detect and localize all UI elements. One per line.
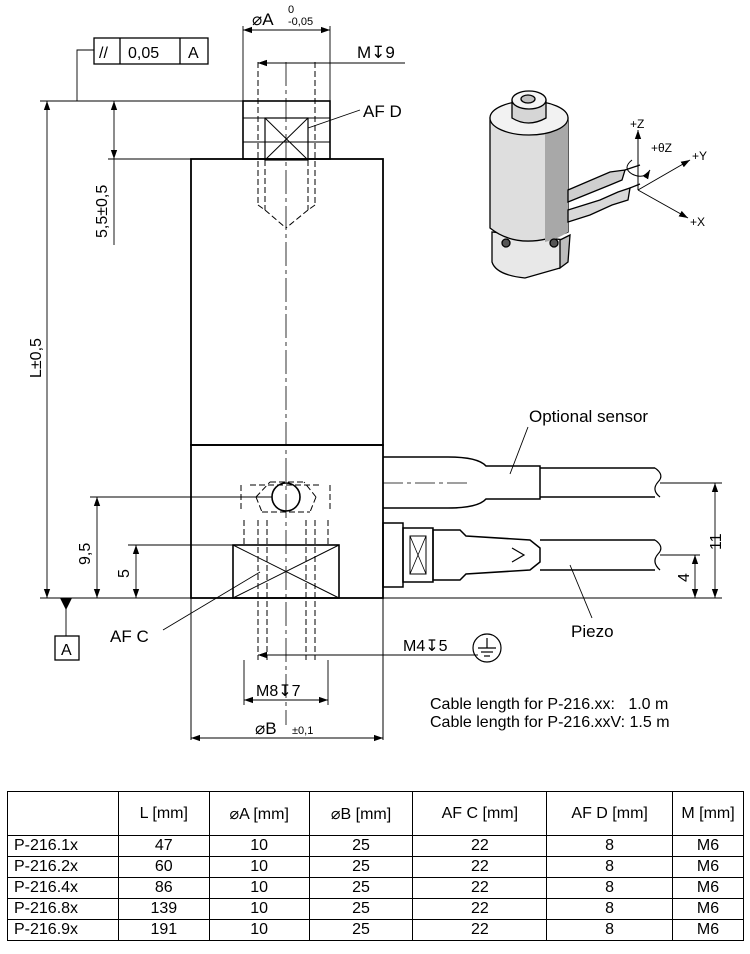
axis-theta-z-label: +θZ bbox=[651, 141, 672, 155]
datum-label: A bbox=[61, 642, 72, 659]
table-row: P-216.1x 47 10 25 22 8 M6 bbox=[7, 835, 744, 857]
axis-y-label: +Y bbox=[692, 149, 707, 163]
af-c-label: AF C bbox=[110, 627, 149, 646]
dim-55-label: 5,5±0,5 bbox=[94, 185, 111, 238]
parallelism-datum: A bbox=[188, 45, 199, 62]
table-cell: 25 bbox=[308, 835, 414, 857]
thread-m4-label: M4↧5 bbox=[403, 638, 448, 655]
table-cell: 86 bbox=[117, 877, 210, 899]
optional-sensor-label: Optional sensor bbox=[529, 407, 648, 426]
cables bbox=[382, 456, 662, 588]
thread-m-label: M↧9 bbox=[357, 43, 395, 62]
parallelism-tolerance: 0,05 bbox=[128, 45, 159, 62]
table-cell: M6 bbox=[672, 877, 744, 899]
table-cell: 139 bbox=[117, 898, 210, 920]
table-cell: 10 bbox=[208, 898, 310, 920]
dimensions bbox=[40, 26, 722, 742]
table-cell: 10 bbox=[208, 856, 310, 878]
table-cell: 10 bbox=[208, 919, 310, 941]
table-cell: 25 bbox=[308, 877, 414, 899]
tolerance-frame bbox=[93, 37, 209, 65]
cable-note-2: Cable length for P-216.xxV: 1.5 m bbox=[430, 714, 670, 731]
table-cell: 22 bbox=[412, 919, 548, 941]
dim-11-label: 11 bbox=[708, 533, 725, 550]
table-row: P-216.8x 139 10 25 22 8 M6 bbox=[7, 898, 744, 920]
table-cell: M6 bbox=[672, 835, 744, 857]
axis-x-label: +X bbox=[690, 215, 705, 229]
af-d-label: AF D bbox=[363, 102, 402, 121]
upper-body bbox=[190, 158, 384, 446]
table-cell: 22 bbox=[412, 898, 548, 920]
ground-icon bbox=[472, 633, 502, 663]
table-header bbox=[7, 791, 119, 836]
table-cell: 25 bbox=[308, 898, 414, 920]
spec-table: L [mm] ⌀A [mm] ⌀B [mm] AF C [mm] AF D [m… bbox=[7, 791, 744, 941]
table-cell: 8 bbox=[546, 856, 674, 878]
table-header-row: L [mm] ⌀A [mm] ⌀B [mm] AF C [mm] AF D [m… bbox=[7, 791, 744, 836]
table-cell: P-216.1x bbox=[7, 835, 119, 857]
piezo-label: Piezo bbox=[571, 622, 614, 641]
table-cell: 191 bbox=[117, 919, 210, 941]
dim-a-tol-upper: 0 bbox=[288, 4, 294, 16]
dim-95-label: 9,5 bbox=[77, 543, 94, 565]
table-cell: M6 bbox=[672, 919, 744, 941]
table-cell: 25 bbox=[308, 856, 414, 878]
table-cell: P-216.8x bbox=[7, 898, 119, 920]
lower-body bbox=[190, 444, 384, 599]
table-cell: 22 bbox=[412, 835, 548, 857]
table-header: M [mm] bbox=[672, 791, 744, 836]
cable-note-1: Cable length for P-216.xx: 1.0 m bbox=[430, 696, 669, 713]
table-header: ⌀B [mm] bbox=[308, 791, 414, 836]
axes-icon bbox=[626, 130, 691, 219]
table-header: AF D [mm] bbox=[546, 791, 674, 836]
table-cell: M6 bbox=[672, 898, 744, 920]
table-cell: 60 bbox=[117, 856, 210, 878]
axis-z-label: +Z bbox=[630, 117, 644, 131]
thread-m8-label: M8↧7 bbox=[256, 683, 301, 700]
dim-b-label: ⌀B bbox=[255, 719, 277, 738]
table-cell: 10 bbox=[208, 877, 310, 899]
table-cell: 8 bbox=[546, 919, 674, 941]
dim-l-label: L±0,5 bbox=[28, 338, 45, 378]
top-tip bbox=[242, 100, 331, 160]
table-cell: P-216.9x bbox=[7, 919, 119, 941]
table-cell: P-216.4x bbox=[7, 877, 119, 899]
table-cell: 22 bbox=[412, 856, 548, 878]
table-cell: 8 bbox=[546, 877, 674, 899]
technical-drawing: // 0,05 A A ⌀A 0 -0,05 M↧9 AF D 5,5±0,5 … bbox=[28, 4, 725, 742]
dim-5-label: 5 bbox=[116, 569, 133, 578]
table-cell: P-216.2x bbox=[7, 856, 119, 878]
actuator-side-view bbox=[190, 62, 384, 740]
table-cell: 25 bbox=[308, 919, 414, 941]
table-header: L [mm] bbox=[117, 791, 210, 836]
dim-4-label: 4 bbox=[676, 573, 693, 582]
table-header: ⌀A [mm] bbox=[208, 791, 310, 836]
table-cell: 47 bbox=[117, 835, 210, 857]
dim-a-tol-lower: -0,05 bbox=[288, 16, 313, 28]
table-row: P-216.9x 191 10 25 22 8 M6 bbox=[7, 919, 744, 941]
actuator-3d-view bbox=[489, 90, 641, 279]
table-cell: 8 bbox=[546, 835, 674, 857]
dim-b-tol: ±0,1 bbox=[292, 725, 313, 737]
table-row: P-216.4x 86 10 25 22 8 M6 bbox=[7, 877, 744, 899]
table-row: P-216.2x 60 10 25 22 8 M6 bbox=[7, 856, 744, 878]
table-cell: 8 bbox=[546, 898, 674, 920]
dim-a-label: ⌀A bbox=[252, 10, 274, 29]
table-cell: 22 bbox=[412, 877, 548, 899]
datum-triangle bbox=[60, 598, 72, 610]
parallelism-symbol: // bbox=[99, 45, 108, 62]
table-cell: M6 bbox=[672, 856, 744, 878]
table-cell: 10 bbox=[208, 835, 310, 857]
table-header: AF C [mm] bbox=[412, 791, 548, 836]
